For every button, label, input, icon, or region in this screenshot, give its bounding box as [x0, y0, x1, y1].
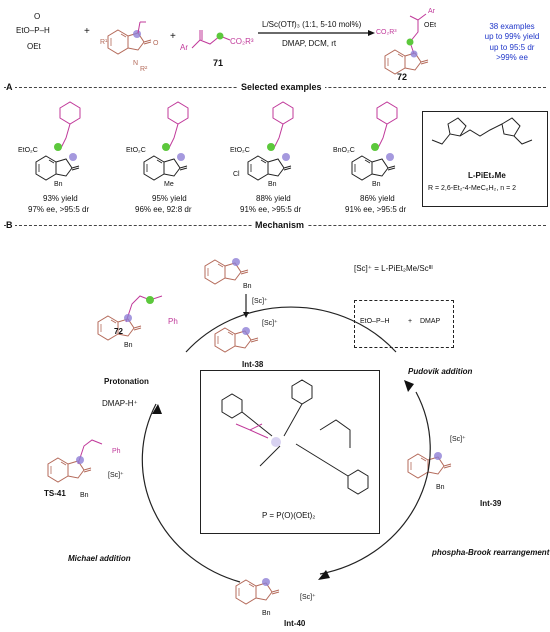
example-3-substituent: Cl: [233, 171, 240, 178]
box-plus: +: [408, 318, 413, 325]
ts-p-definition: P = P(O)(OEt)₂: [262, 511, 316, 520]
summary-dr: up to 95:5 dr: [489, 42, 535, 52]
summary-ee: >99% ee: [496, 53, 528, 63]
r2-label: R²: [140, 66, 148, 73]
compound-71-label: 71: [213, 58, 224, 68]
plus-sign: +: [84, 26, 90, 37]
n-bn-int40: Bn: [262, 610, 271, 617]
step-pudovik: Pudovik addition: [408, 367, 473, 376]
example-1-ester: EtO₂C: [18, 147, 38, 154]
ts41-sc: [Sc]⁺: [108, 472, 124, 479]
enone-71-structure: [191, 30, 231, 49]
product-72-label: 72: [114, 327, 123, 336]
example-2-ester: EtO₂C: [126, 147, 146, 154]
example-4-yield: 86% yield: [360, 194, 395, 203]
example-2-selectivity: 96% ee, 92:8 dr: [135, 205, 192, 214]
product-r3-label: CO₂R³: [376, 29, 397, 36]
example-3-n-sub: Bn: [268, 181, 277, 188]
n-bn-1: Bn: [243, 283, 252, 290]
example-structures: [59, 101, 398, 125]
box-phosphite: EtO–P–H: [360, 318, 390, 325]
ligand-structure: [431, 117, 533, 145]
compound-72-label: 72: [397, 72, 408, 82]
example-linkers: [59, 123, 388, 151]
example-3-selectivity: 91% ee, >95:5 dr: [240, 205, 302, 214]
section-b-title: Mechanism: [252, 221, 308, 230]
example-4-selectivity: 91% ee, >95:5 dr: [345, 205, 407, 214]
summary-examples: 38 examples: [489, 22, 535, 31]
stereocenter-marker: [133, 30, 141, 38]
int-39-label: Int-39: [480, 499, 502, 508]
ts-structure: [221, 379, 369, 495]
ts-41-label: TS-41: [44, 489, 66, 498]
summary-list: 38 examples up to 99% yield up to 95:5 d…: [476, 22, 548, 64]
example-4-n-sub: Bn: [372, 181, 381, 188]
header-oxindole: [107, 29, 152, 55]
int-40-label: Int-40: [284, 619, 306, 628]
n-bn-ts41: Bn: [80, 492, 89, 499]
product-phosphate: OEt: [424, 22, 437, 29]
r1-label: R¹: [100, 39, 108, 46]
step-michael: Michael addition: [68, 554, 131, 563]
example-3-yield: 88% yield: [256, 194, 291, 203]
sc-label-arrow: [Sc]⁺: [252, 298, 268, 305]
example-2-yield: 95% yield: [152, 194, 187, 203]
phosphite-box: [354, 300, 454, 348]
cycle-arc-right: [319, 391, 431, 575]
ar-label: Ar: [180, 43, 188, 52]
o-label: O: [153, 40, 159, 47]
ligand-box: [422, 111, 548, 207]
step-phospha-brook: phospha-Brook rearrangement: [432, 548, 550, 557]
example-4-ester: BnO₂C: [333, 147, 355, 154]
ts41-ph: Ph: [112, 448, 121, 455]
cycle-arc-left: [141, 403, 241, 583]
conditions-top: L/Sc(OTf)₃ (1:1, 5-10 mol%): [262, 20, 362, 29]
int-38-label: Int-38: [242, 360, 264, 369]
step-protonation: Protonation: [104, 377, 149, 386]
dmap-h: DMAP-H⁺: [102, 399, 138, 408]
phosphite-o: O: [34, 12, 41, 21]
plus-sign-2: +: [170, 31, 176, 42]
section-b-letter: B: [6, 220, 15, 230]
catalyst-definition: [Sc]⁺ = L-PiEt₂Me/Scᴵᴵᴵ: [354, 264, 433, 273]
example-1-n-sub: Bn: [54, 181, 63, 188]
sc-label-int38: [Sc]⁺: [262, 320, 278, 327]
section-a-letter: A: [6, 82, 15, 92]
section-a-title: Selected examples: [238, 83, 325, 92]
n-label: N: [133, 60, 139, 67]
summary-yield: up to 99% yield: [484, 32, 540, 42]
ligand-r-definition: R = 2,6-Et₂-4-MeC₆H₂, n = 2: [428, 185, 517, 192]
n-bn-72: Bn: [124, 342, 133, 349]
n-bn-int39: Bn: [436, 484, 445, 491]
int39-sc: [Sc]⁺: [450, 436, 466, 443]
co2r3-label: CO₂R³: [230, 37, 254, 46]
phosphite-formula: EtO–P–H: [16, 26, 50, 35]
example-1-yield: 93% yield: [43, 194, 78, 203]
product-72-ph: Ph: [168, 317, 178, 326]
cycle-arc-top: [185, 306, 397, 353]
transition-state-box: [200, 370, 380, 534]
example-1-selectivity: 97% ee, >95:5 dr: [28, 205, 90, 214]
conditions-bottom: DMAP, DCM, rt: [282, 39, 337, 48]
phosphite-oet: OEt: [27, 42, 41, 51]
product-72-structure: [384, 49, 429, 75]
example-3-ester: EtO₂C: [230, 147, 250, 154]
box-dmap: DMAP: [420, 318, 441, 325]
product-ar-label: Ar: [428, 8, 435, 15]
example-2-n-sub: Me: [164, 181, 174, 188]
int40-sc: [Sc]⁺: [300, 594, 316, 601]
ligand-name: L-PiEt₂Me: [468, 171, 506, 180]
